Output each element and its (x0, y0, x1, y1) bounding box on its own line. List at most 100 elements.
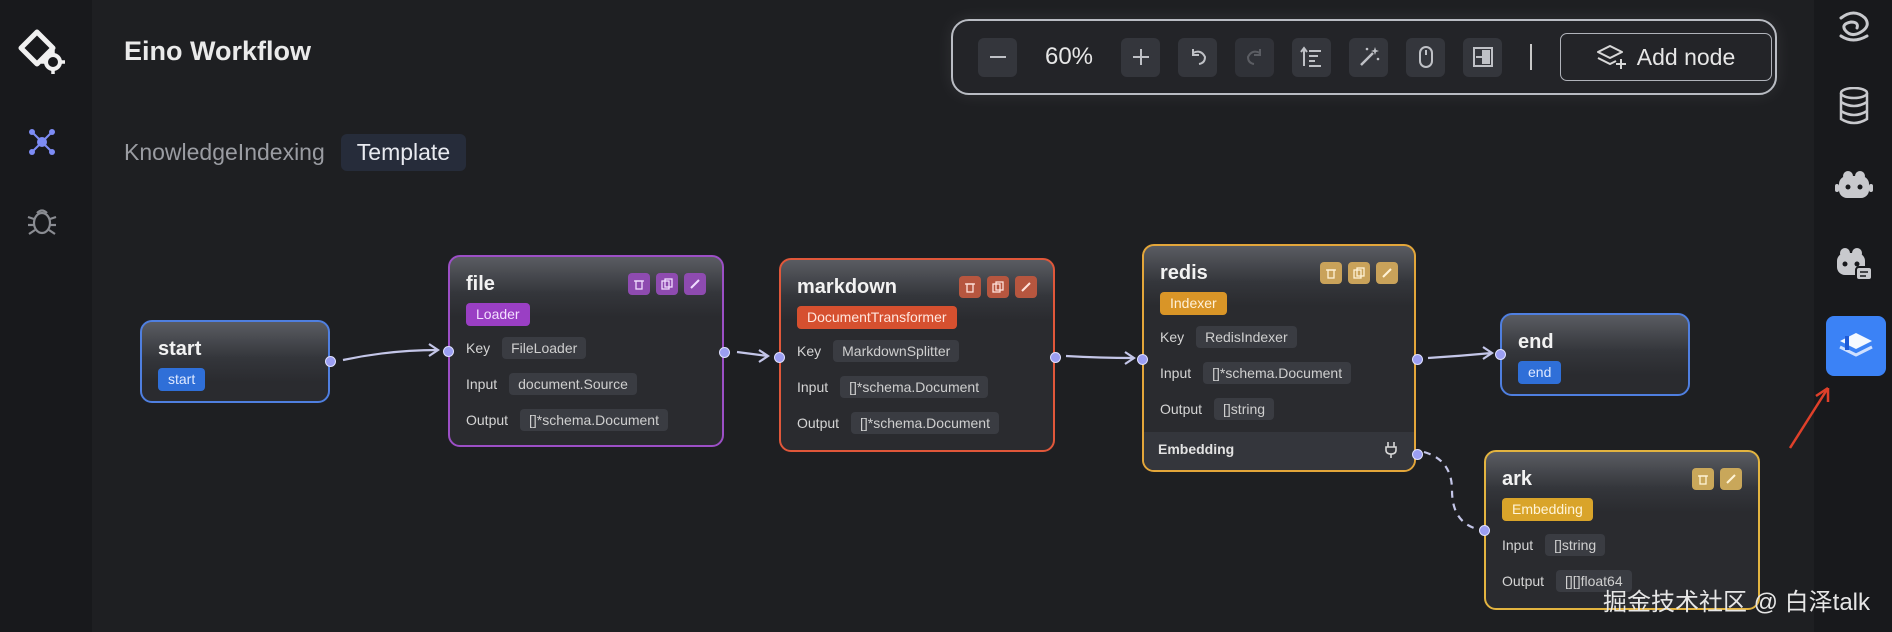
node-file-output-label: Output (466, 412, 509, 428)
node-redis-badge: Indexer (1160, 292, 1227, 315)
node-redis-output-port[interactable] (1412, 354, 1423, 365)
plug-icon (1385, 442, 1397, 458)
minimap-icon (1472, 47, 1493, 67)
edit-icon[interactable] (1015, 276, 1037, 298)
node-start-output-port[interactable] (325, 356, 336, 367)
node-file-actions (628, 273, 706, 295)
node-markdown-output-row: Output []*schema.Document (797, 412, 999, 434)
node-ark-input-row: Input[]string (1502, 534, 1606, 556)
node-redis-key-row: Key RedisIndexer (1160, 326, 1297, 348)
node-markdown-output-label: Output (797, 415, 840, 431)
node-file-output-port[interactable] (719, 347, 730, 358)
canvas-toolbar: 60% Add node (951, 19, 1777, 95)
zoom-level: 60% (1044, 43, 1094, 70)
node-redis-actions (1320, 262, 1398, 284)
node-file-output-row: Output []*schema.Document (466, 409, 668, 431)
node-redis-output-value: []string (1214, 398, 1275, 420)
right-sidebar (1814, 0, 1892, 632)
watermark: 掘金技术社区 @ 白泽talk (1602, 589, 1870, 616)
copy-icon[interactable] (656, 273, 678, 295)
robot-icon[interactable] (1834, 166, 1874, 204)
delete-icon[interactable] (628, 273, 650, 295)
edit-icon[interactable] (1376, 262, 1398, 284)
node-start-title: start (158, 338, 202, 360)
edge-markdown-redis (1065, 354, 1135, 360)
brand-swirl-icon[interactable] (1834, 8, 1874, 46)
node-redis-key-value: RedisIndexer (1196, 326, 1297, 348)
undo-button[interactable] (1178, 37, 1217, 77)
edit-icon[interactable] (684, 273, 706, 295)
node-redis-output-label: Output (1160, 401, 1203, 417)
delete-icon[interactable] (1320, 262, 1342, 284)
node-redis-title: redis (1160, 262, 1208, 284)
node-ark-output-value: [][]float64 (1556, 570, 1632, 592)
node-markdown-output-value: []*schema.Document (851, 412, 999, 434)
node-ark-input-port[interactable] (1479, 525, 1490, 536)
node-start[interactable]: start start (140, 320, 336, 403)
workflow-graph-icon[interactable] (26, 126, 58, 158)
node-end-input-port[interactable] (1495, 349, 1506, 360)
breadcrumb-current[interactable]: Template (340, 134, 467, 171)
node-file-output-value: []*schema.Document (520, 409, 668, 431)
node-markdown-output-port[interactable] (1050, 352, 1061, 363)
node-file-badge: Loader (466, 303, 530, 326)
auto-layout-button[interactable] (1292, 37, 1331, 77)
node-markdown-key-label: Key (797, 343, 822, 359)
node-end[interactable]: end end (1495, 313, 1690, 396)
node-file-title: file (466, 273, 495, 295)
node-start-badge: start (158, 368, 206, 391)
layers-template-icon[interactable] (1826, 316, 1886, 376)
magic-tidy-button[interactable] (1349, 37, 1388, 77)
node-redis-embedding-port[interactable] (1412, 449, 1423, 460)
node-redis-embedding-slot[interactable]: Embedding (1144, 432, 1414, 470)
delete-icon[interactable] (959, 276, 981, 298)
mouse-mode-button[interactable] (1406, 37, 1445, 77)
settings-logo-icon[interactable] (16, 28, 70, 78)
node-markdown-input-value: []*schema.Document (840, 376, 989, 398)
node-markdown-input-port[interactable] (774, 352, 785, 363)
node-end-title: end (1518, 331, 1554, 353)
add-layers-icon (1596, 45, 1626, 69)
edit-icon[interactable] (1720, 468, 1742, 490)
page-title: Eino Workflow (124, 36, 311, 66)
node-ark-output-row: Output[][]float64 (1502, 570, 1632, 592)
node-ark[interactable]: ark Embedding Input[]string Output[][]fl… (1479, 450, 1760, 610)
mouse-icon (1418, 46, 1433, 68)
minus-icon (989, 56, 1006, 58)
database-icon[interactable] (1836, 86, 1872, 126)
node-ark-actions (1692, 468, 1742, 490)
node-redis-embedding-label: Embedding (1158, 441, 1235, 457)
breadcrumb: KnowledgeIndexing Template (124, 134, 467, 171)
node-file-input-value: document.Source (509, 373, 637, 395)
copy-icon[interactable] (987, 276, 1009, 298)
add-node-button[interactable]: Add node (1560, 33, 1772, 81)
node-file-input-port[interactable] (443, 346, 454, 357)
minimap-button[interactable] (1463, 37, 1502, 77)
zoom-out-button[interactable] (978, 37, 1017, 77)
node-ark-title: ark (1502, 468, 1533, 490)
node-redis-input-row: Input[]*schema.Document (1160, 362, 1352, 384)
zoom-in-button[interactable] (1121, 37, 1160, 77)
delete-icon[interactable] (1692, 468, 1714, 490)
node-redis[interactable]: redis Indexer Key RedisIndexer Input[]*sc… (1137, 244, 1423, 472)
node-redis-input-label: Input (1160, 365, 1192, 381)
edge-redis-end (1427, 351, 1493, 360)
node-markdown-title: markdown (797, 276, 898, 298)
node-redis-key-label: Key (1160, 329, 1185, 345)
robot-chat-icon[interactable] (1834, 246, 1874, 286)
redo-button[interactable] (1235, 37, 1274, 77)
breadcrumb-workflow[interactable]: KnowledgeIndexing (124, 139, 325, 165)
bug-debug-icon[interactable] (25, 205, 59, 237)
copy-icon[interactable] (1348, 262, 1370, 284)
node-file-key-label: Key (466, 340, 491, 356)
left-sidebar (0, 0, 92, 632)
add-node-label: Add node (1636, 43, 1736, 70)
plus-icon (1132, 49, 1149, 65)
node-redis-input-port[interactable] (1137, 354, 1148, 365)
redo-icon (1246, 49, 1261, 65)
